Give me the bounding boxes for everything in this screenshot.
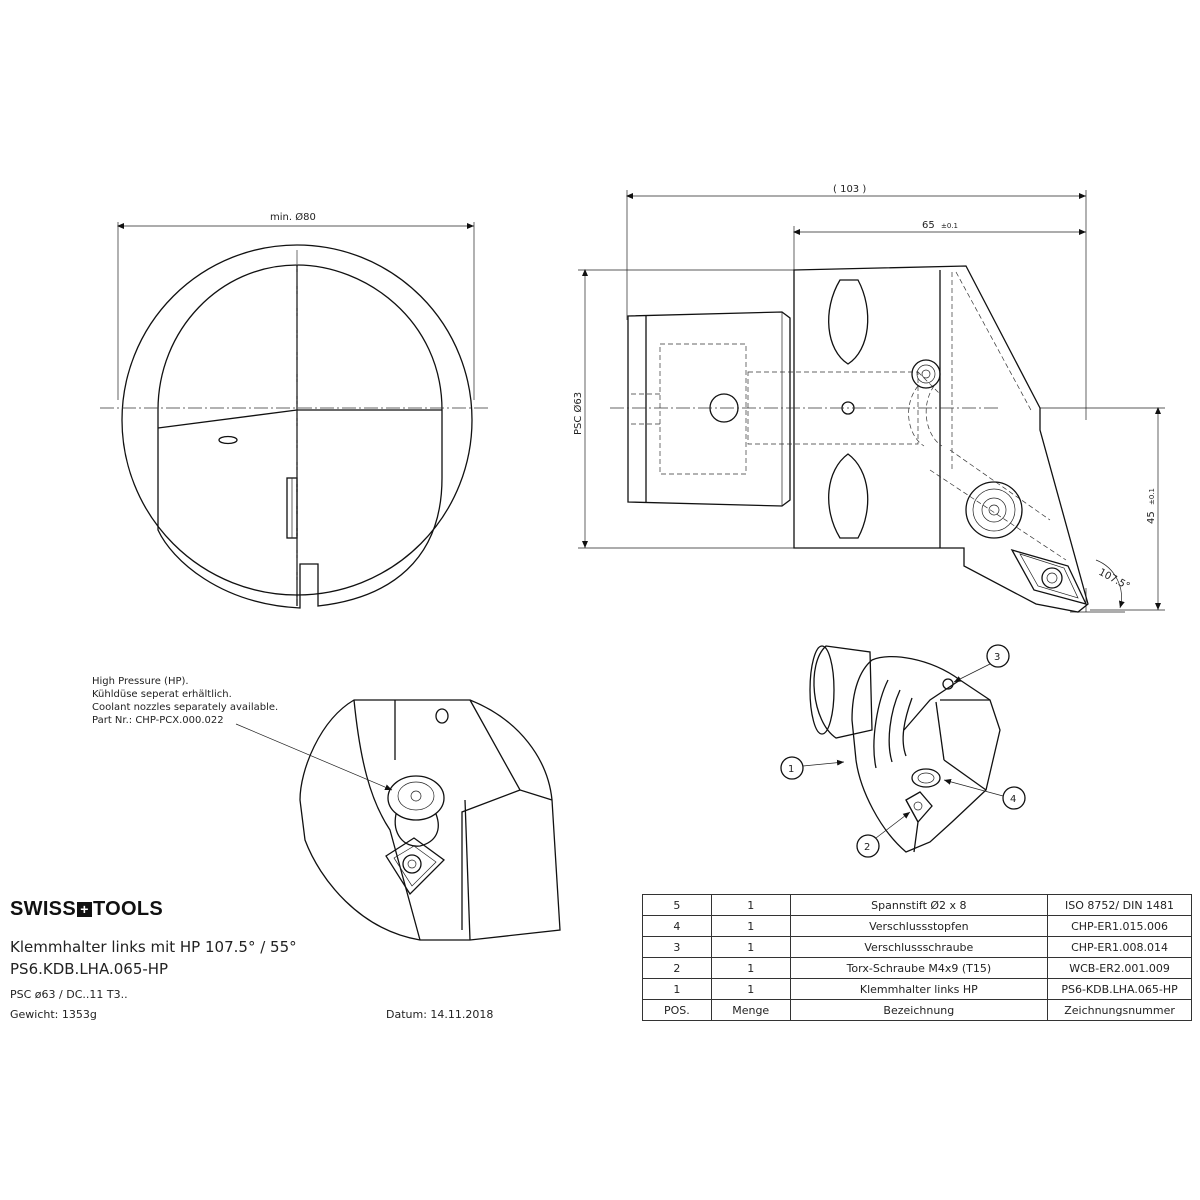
parts-header-qty: Menge <box>710 999 791 1021</box>
coolant-note-line4: Part Nr.: CHP-PCX.000.022 <box>92 715 224 726</box>
parts-name: Spannstift Ø2 x 8 <box>789 894 1049 916</box>
dim-length-65-tol: ±0.1 <box>941 222 958 230</box>
svg-text:3: 3 <box>994 652 1000 663</box>
dim-length-65: 65 <box>922 220 935 231</box>
parts-pos: 1 <box>642 978 712 1000</box>
tool-code: PS6.KDB.LHA.065-HP <box>10 960 169 978</box>
parts-pos: 2 <box>642 957 712 979</box>
parts-row: 5 1 Spannstift Ø2 x 8 ISO 8752/ DIN 1481 <box>642 894 1192 916</box>
side-view: ( 103 ) 65 ±0.1 PSC Ø63 45 ±0.1 107.5° <box>572 184 1165 613</box>
dim-psc-diameter: PSC Ø63 <box>572 392 584 435</box>
dim-front-diameter: min. Ø80 <box>270 211 316 223</box>
parts-number: CHP-ER1.008.014 <box>1047 936 1192 958</box>
swiss-cross-icon: + <box>76 902 92 917</box>
parts-row: 3 1 Verschlussschraube CHP-ER1.008.014 <box>642 936 1192 958</box>
parts-row: 4 1 Verschlussstopfen CHP-ER1.015.006 <box>642 915 1192 937</box>
parts-header-pos: POS. <box>642 999 712 1021</box>
parts-qty: 1 <box>710 957 791 979</box>
coolant-note-line1: High Pressure (HP). <box>92 676 189 687</box>
parts-header-number: Zeichnungsnummer <box>1047 999 1192 1021</box>
parts-pos: 4 <box>642 915 712 937</box>
parts-header-name: Bezeichnung <box>789 999 1049 1021</box>
hp-detail-view: High Pressure (HP). Kühldüse seperat erh… <box>92 676 561 941</box>
balloon-1: 1 <box>780 756 845 780</box>
isometric-view: 1 2 3 4 <box>780 644 1026 858</box>
coolant-note-line3: Coolant nozzles separately available. <box>92 702 278 713</box>
balloon-2: 2 <box>856 811 911 858</box>
dim-length-total: ( 103 ) <box>833 184 866 195</box>
brand-logo: SWISS+TOOLS <box>10 898 163 920</box>
parts-qty: 1 <box>710 894 791 916</box>
parts-qty: 1 <box>710 978 791 1000</box>
balloon-3: 3 <box>953 644 1010 683</box>
svg-text:4: 4 <box>1010 794 1016 805</box>
front-view: min. Ø80 <box>100 211 490 609</box>
parts-name: Verschlussstopfen <box>789 915 1049 937</box>
coolant-note-line2: Kühldüse seperat erhältlich. <box>92 689 232 700</box>
parts-name: Verschlussschraube <box>789 936 1049 958</box>
tool-spec: PSC ø63 / DC..11 T3.. <box>10 988 128 1001</box>
parts-number: ISO 8752/ DIN 1481 <box>1047 894 1192 916</box>
dim-height-45-tol: ±0.1 <box>1148 488 1156 505</box>
parts-qty: 1 <box>710 936 791 958</box>
tool-description: Klemmhalter links mit HP 107.5° / 55° <box>10 938 297 956</box>
title-block: SWISS+TOOLS Klemmhalter links mit HP 107… <box>10 898 470 1028</box>
parts-row: 2 1 Torx-Schraube M4x9 (T15) WCB-ER2.001… <box>642 957 1192 979</box>
dim-angle: 107.5° <box>1097 567 1132 593</box>
parts-pos: 5 <box>642 894 712 916</box>
tool-weight: Gewicht: 1353g <box>10 1008 97 1021</box>
parts-number: CHP-ER1.015.006 <box>1047 915 1192 937</box>
parts-name: Torx-Schraube M4x9 (T15) <box>789 957 1049 979</box>
drawing-date: Datum: 14.11.2018 <box>386 1008 494 1021</box>
parts-pos: 3 <box>642 936 712 958</box>
parts-row: 1 1 Klemmhalter links HP PS6-KDB.LHA.065… <box>642 978 1192 1000</box>
parts-number: WCB-ER2.001.009 <box>1047 957 1192 979</box>
parts-qty: 1 <box>710 915 791 937</box>
parts-name: Klemmhalter links HP <box>789 978 1049 1000</box>
svg-text:2: 2 <box>864 842 870 853</box>
parts-number: PS6-KDB.LHA.065-HP <box>1047 978 1192 1000</box>
parts-header-row: POS. Menge Bezeichnung Zeichnungsnummer <box>642 999 1192 1021</box>
svg-text:1: 1 <box>788 764 794 775</box>
parts-list: 5 1 Spannstift Ø2 x 8 ISO 8752/ DIN 1481… <box>642 894 1192 1021</box>
balloon-4: 4 <box>943 778 1026 810</box>
dim-height-45: 45 <box>1146 511 1157 524</box>
